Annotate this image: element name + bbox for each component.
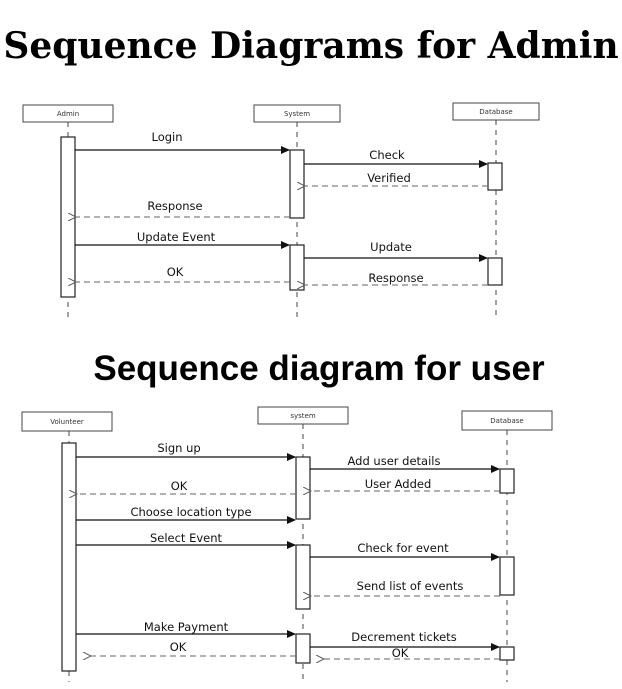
msg-user-added: User Added [311, 477, 500, 491]
participant-label: Admin [57, 110, 79, 118]
message-label: OK [392, 646, 409, 660]
message-label: Select Event [150, 531, 223, 545]
message-label: Sign up [157, 441, 200, 455]
msg-make-payment: Make Payment [76, 620, 296, 638]
msg-response: Response [305, 271, 488, 285]
user-diagram-title: Sequence diagram for user [93, 349, 545, 388]
user-participant-volunteer: Volunteer [21, 411, 113, 432]
msg-select-event: Select Event [76, 531, 296, 549]
message-label: OK [167, 265, 184, 279]
message-label: Update Event [137, 230, 216, 244]
message-label: Login [151, 130, 182, 144]
database-activation-bar [487, 257, 503, 286]
message-label: OK [171, 479, 188, 493]
msg-login: Login [75, 130, 290, 154]
message-label: OK [170, 640, 187, 654]
message-label: Response [368, 271, 423, 285]
admin-diagram-title: Sequence Diagrams for Admin [3, 25, 618, 67]
msg-decrement-tickets: Decrement tickets [310, 630, 500, 651]
message-label: User Added [365, 477, 432, 491]
message-label: Update [370, 240, 412, 254]
user-participant-system: system [257, 406, 349, 425]
message-label: Make Payment [144, 620, 229, 634]
system-activation-bar [289, 244, 305, 291]
admin-participant-database: Database [452, 102, 540, 121]
system-activation-bar [295, 544, 311, 610]
msg-response: Response [76, 199, 290, 217]
system-activation-bar [289, 149, 305, 219]
msg-update: Update [304, 240, 488, 262]
message-label: Verified [367, 171, 411, 185]
msg-sign-up: Sign up [76, 441, 296, 461]
msg-choose-location-type: Choose location type [76, 505, 296, 524]
msg-check: Check [304, 148, 488, 168]
participant-label: Database [479, 108, 512, 116]
msg-ok: OK [91, 640, 296, 656]
admin-participant-system: System [253, 104, 341, 123]
msg-send-list-of-events: Send list of events [311, 579, 500, 596]
system-activation-bar [295, 633, 311, 664]
database-activation-bar [499, 646, 515, 661]
database-activation-bar [499, 468, 515, 494]
msg-ok: OK [77, 479, 296, 494]
message-label: Check for event [357, 541, 449, 555]
msg-ok: OK [324, 646, 500, 660]
message-label: Response [147, 199, 202, 213]
msg-add-user-details: Add user details [310, 454, 500, 473]
message-label: Decrement tickets [351, 630, 456, 644]
participant-label: Database [490, 417, 523, 425]
participant-label: system [290, 412, 315, 420]
system-activation-bar [295, 456, 311, 520]
participant-label: System [284, 110, 310, 118]
message-label: Check [369, 148, 405, 162]
msg-verified: Verified [305, 171, 488, 186]
database-activation-bar [499, 556, 515, 596]
database-activation-bar [487, 162, 503, 191]
message-label: Choose location type [130, 505, 251, 519]
admin-participant-admin: Admin [22, 104, 114, 123]
user-participant-database: Database [461, 410, 553, 431]
msg-ok: OK [76, 265, 290, 282]
message-label: Add user details [348, 454, 441, 468]
msg-update-event: Update Event [75, 230, 290, 249]
message-label: Send list of events [357, 579, 464, 593]
msg-check-for-event: Check for event [310, 541, 500, 561]
admin-activation-bar [60, 136, 76, 298]
participant-label: Volunteer [50, 418, 84, 426]
volunteer-activation-bar [61, 442, 77, 672]
